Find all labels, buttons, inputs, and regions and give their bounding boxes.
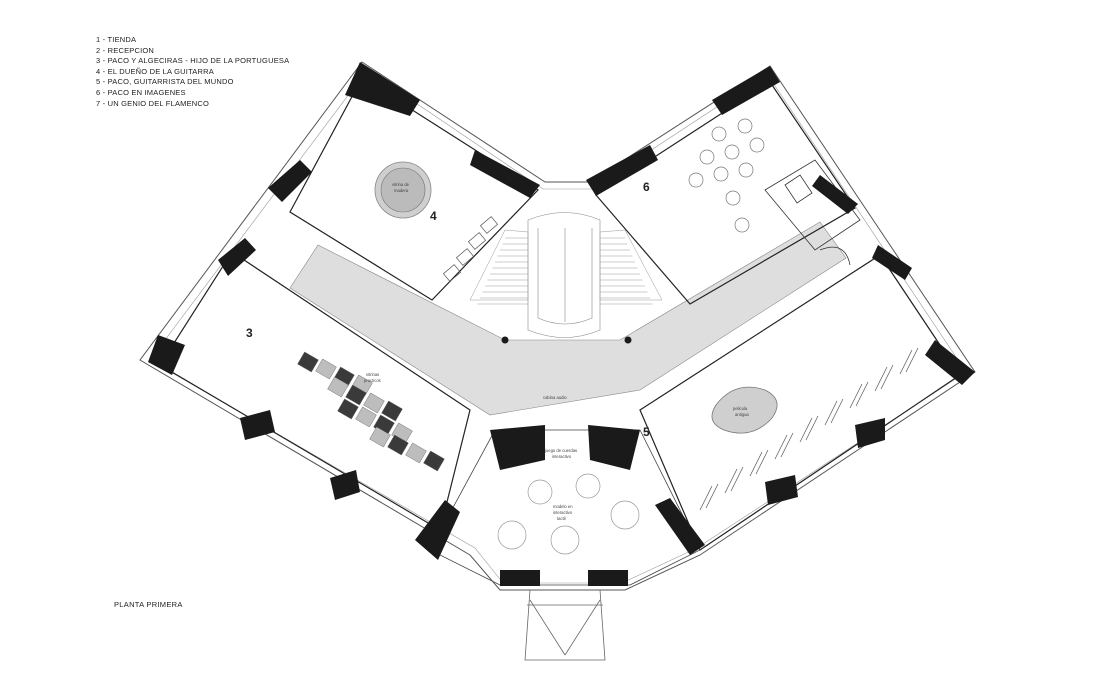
label-line: practicos: [364, 378, 381, 383]
vitrine-tile: [369, 426, 391, 448]
room-3-vitrines: [297, 351, 445, 472]
lobby-seats: [497, 473, 640, 555]
entrance-porch: [524, 589, 606, 661]
service-stair: [764, 159, 861, 266]
label-line: pelicula: [733, 406, 748, 411]
display-frame: [699, 483, 719, 511]
legend-item: 5 - PACO, GUITARRISTA DEL MUNDO: [96, 77, 234, 87]
label-line: tactil: [557, 516, 566, 521]
room-4-display-cases: [442, 216, 499, 282]
display-frame: [774, 432, 794, 460]
stair-flights: [469, 229, 663, 301]
label-line: madera: [394, 188, 409, 193]
vitrine-tile: [337, 398, 359, 420]
legend-item: 6 - PACO EN IMAGENES: [96, 87, 186, 97]
vitrine-tile: [355, 406, 377, 428]
label-line: vitrina de: [392, 182, 410, 187]
vitrine-tile: [315, 358, 337, 380]
room-5-screen: [711, 386, 778, 434]
legend-item: 2 - RECEPCION: [96, 45, 155, 55]
room-number: 6: [643, 180, 650, 194]
label-line: antigua: [735, 412, 749, 417]
display-frame: [749, 449, 769, 477]
room-5: [639, 254, 961, 551]
label-line: modelo en: [553, 504, 573, 509]
display-frame: [874, 364, 894, 392]
vitrine-tile: [297, 351, 319, 373]
vitrine-tile: [381, 400, 403, 422]
room-number: 4: [430, 209, 437, 223]
room-number: 3: [246, 326, 253, 340]
legend-item: 1 - TIENDA: [96, 35, 137, 44]
vitrine-tile: [387, 434, 409, 456]
display-frame: [799, 415, 819, 443]
label-line: interactivo: [553, 510, 573, 515]
label-line: cabina audio: [543, 395, 567, 400]
room-5-display-frames: [699, 347, 919, 511]
staircase: [477, 212, 653, 338]
room-number: 5: [643, 425, 650, 439]
plan-title: PLANTA PRIMERA: [114, 600, 183, 609]
display-frame: [724, 466, 744, 494]
display-frame: [899, 347, 919, 375]
vitrine-tile: [423, 450, 445, 472]
label-line: juego de cuerdas: [544, 448, 577, 453]
display-frame: [824, 398, 844, 426]
label-line: vitrinas: [366, 372, 379, 377]
wall-pillars: [148, 62, 975, 586]
vitrine-tile: [363, 392, 385, 414]
vitrine-tile: [327, 376, 349, 398]
room-4-table: [374, 161, 432, 219]
legend: 1 - TIENDA 2 - RECEPCION 3 - PACO Y ALGE…: [96, 35, 289, 109]
vitrine-tile: [405, 442, 427, 464]
columns: [501, 336, 632, 344]
label-line: interactivo: [552, 454, 572, 459]
vitrine-tile: [345, 384, 367, 406]
corridor: [289, 221, 847, 416]
legend-item: 4 - EL DUEÑO DE LA GUITARRA: [96, 66, 214, 76]
legend-item: 3 - PACO Y ALGECIRAS - HIJO DE LA PORTUG…: [96, 56, 290, 66]
room-6-seats: [688, 118, 765, 233]
display-frame: [849, 381, 869, 409]
legend-item: 7 - UN GENIO DEL FLAMENCO: [96, 98, 210, 108]
